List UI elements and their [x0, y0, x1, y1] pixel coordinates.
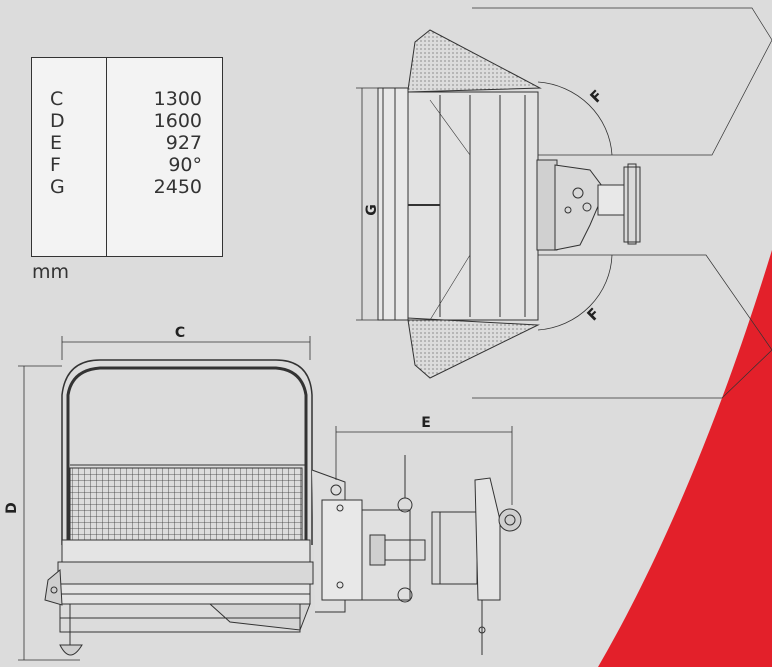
label-e: E: [421, 415, 431, 431]
spec-row-g: G 2450: [32, 176, 222, 198]
unit-label: mm: [32, 261, 70, 283]
dimension-d: [18, 365, 80, 661]
label-f-top: F: [586, 86, 606, 106]
spec-row-c: C 1300: [32, 88, 222, 110]
label-c: C: [175, 325, 185, 341]
spec-key: E: [50, 132, 63, 154]
spec-value: 1600: [153, 110, 202, 132]
label-d: D: [4, 502, 20, 514]
spec-value: 90°: [168, 154, 202, 176]
spec-row-e: E 927: [32, 132, 222, 154]
spec-key: G: [50, 176, 65, 198]
spec-row-f: F 90°: [32, 154, 222, 176]
side-view-drawing: [44, 359, 522, 656]
spec-table: C 1300 D 1600 E 927 F 90° G 2450: [31, 57, 223, 257]
table-divider: [106, 58, 107, 256]
label-g: G: [364, 204, 380, 216]
spec-value: 927: [165, 132, 202, 154]
dimension-g: [356, 87, 378, 321]
dimension-e: [335, 426, 513, 505]
spec-key: D: [50, 110, 65, 132]
spec-key: F: [50, 154, 61, 176]
spec-value: 2450: [153, 176, 202, 198]
top-view-drawing: [377, 7, 772, 399]
dimension-c: [61, 336, 311, 360]
spec-row-d: D 1600: [32, 110, 222, 132]
label-f-bottom: F: [583, 304, 603, 324]
spec-key: C: [50, 88, 64, 110]
red-accent-swoosh: [598, 250, 772, 667]
spec-value: 1300: [153, 88, 202, 110]
